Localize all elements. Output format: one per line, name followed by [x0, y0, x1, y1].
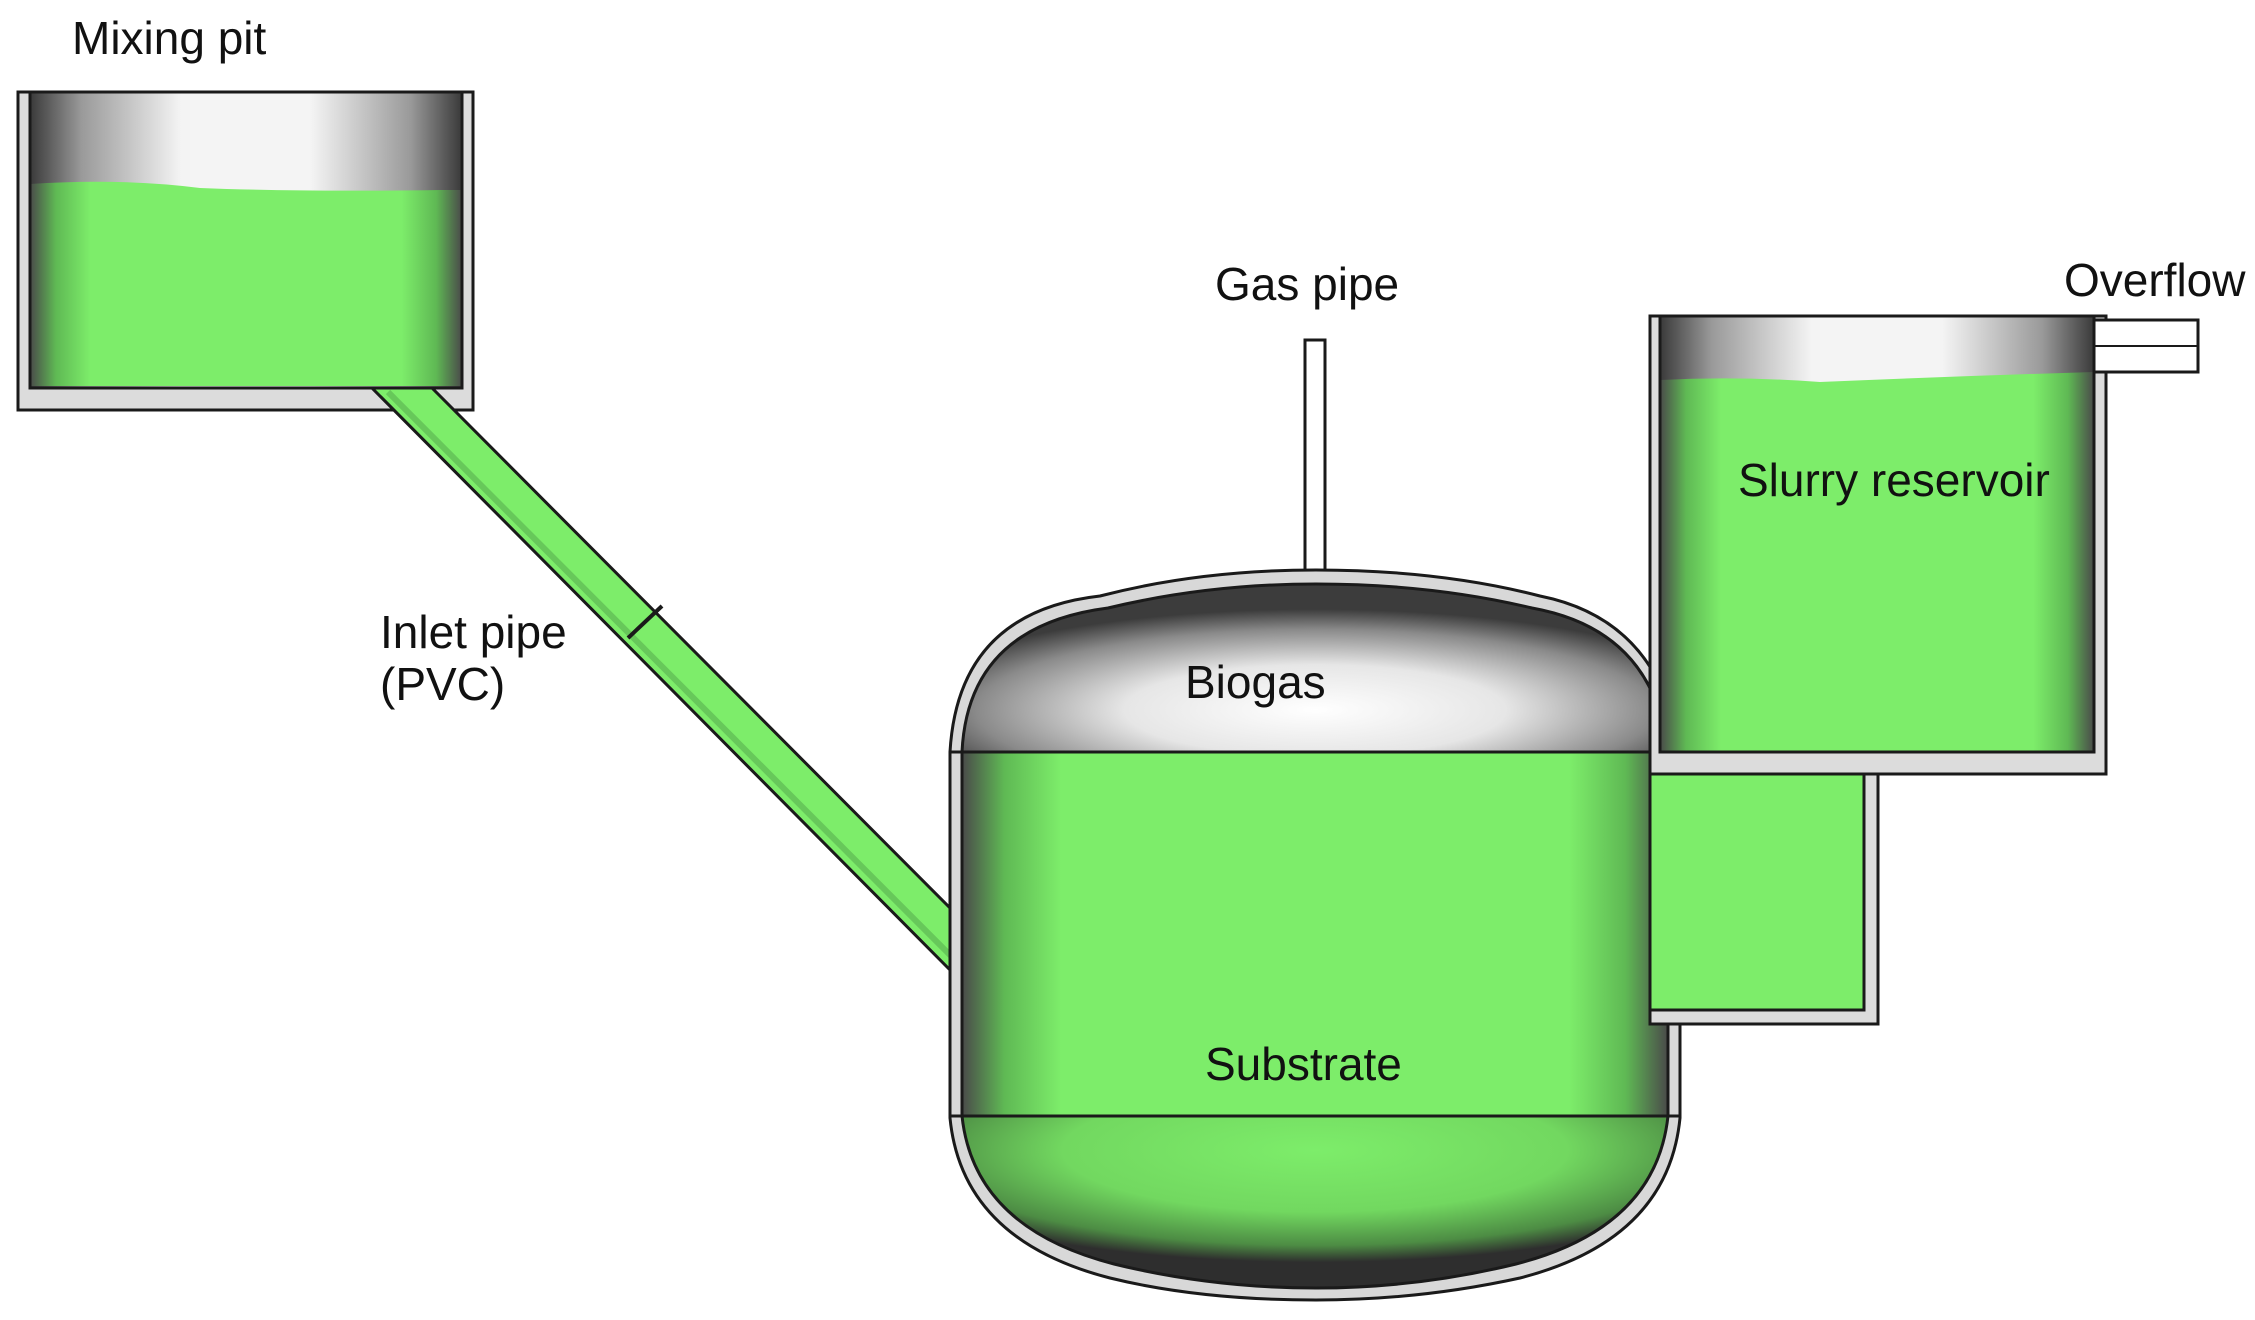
biogas-label: Biogas: [1185, 656, 1326, 708]
substrate-label: Substrate: [1205, 1038, 1402, 1090]
slurry-reservoir-label: Slurry reservoir: [1738, 454, 2050, 506]
overflow-pipe: [2092, 318, 2200, 374]
inlet-pipe-label-line1: Inlet pipe: [380, 606, 567, 658]
digester-tank: [948, 568, 1682, 1302]
outlet-chamber: [1648, 750, 1880, 1026]
gas-pipe: [1303, 338, 1327, 582]
gas-pipe-label: Gas pipe: [1215, 258, 1399, 310]
mixing-pit: [16, 90, 475, 412]
mixing-pit-label: Mixing pit: [72, 12, 267, 64]
overflow-label: Overflow: [2064, 254, 2246, 306]
inlet-pipe-label-line2: (PVC): [380, 658, 505, 710]
inlet-pipe: [368, 386, 962, 984]
slurry-reservoir: [1648, 314, 2108, 776]
